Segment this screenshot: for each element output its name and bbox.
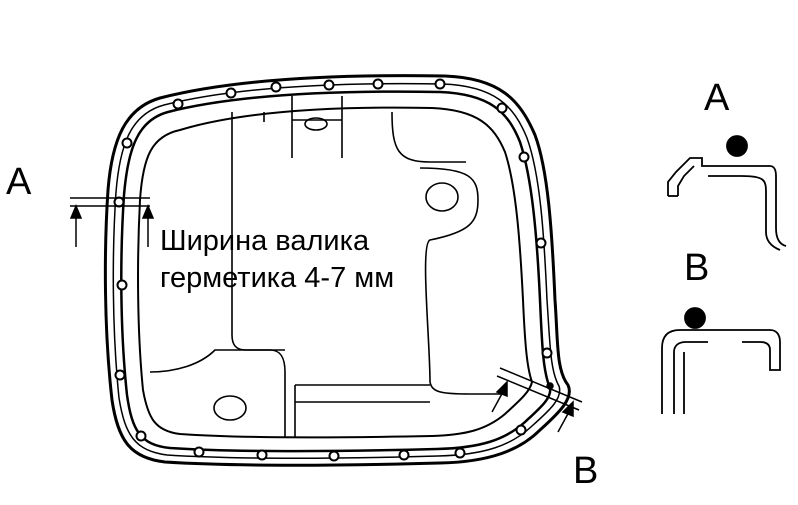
bolt-hole bbox=[135, 430, 147, 442]
bolt-hole bbox=[121, 137, 133, 149]
arrow-up-icon bbox=[141, 204, 155, 219]
sealant-bead bbox=[726, 135, 748, 157]
pump-boss-hole bbox=[425, 182, 459, 212]
section-a-label: A bbox=[704, 77, 730, 119]
arrow-up-icon bbox=[561, 400, 574, 418]
measure-line bbox=[499, 367, 583, 403]
bolt-hole bbox=[515, 424, 527, 436]
sealant-width-caption: герметика 4-7 мм bbox=[160, 262, 394, 294]
section-b-marker bbox=[491, 367, 583, 433]
bolt-holes bbox=[113, 78, 553, 462]
bolt-hole bbox=[454, 447, 466, 459]
bolt-hole bbox=[496, 102, 508, 114]
section-b-label: B bbox=[573, 450, 598, 492]
sealant-bead bbox=[684, 307, 706, 329]
bolt-hole bbox=[256, 449, 268, 461]
arrow-up-icon bbox=[69, 204, 83, 219]
bolt-hole bbox=[193, 446, 205, 458]
sealant-dot bbox=[546, 382, 554, 390]
pump-boss bbox=[419, 167, 505, 395]
bolt-hole bbox=[323, 79, 335, 91]
top-bracket bbox=[291, 96, 343, 158]
bolt-hole bbox=[172, 98, 184, 110]
measure-line bbox=[496, 375, 580, 411]
cross-section-a bbox=[667, 135, 787, 251]
drain-hole bbox=[213, 395, 247, 421]
flange-outer-edge bbox=[103, 74, 571, 467]
baffle-top bbox=[263, 111, 466, 163]
bolt-hole bbox=[434, 78, 446, 90]
lower-left-boss bbox=[149, 349, 286, 438]
section-a-label: A bbox=[6, 161, 32, 203]
section-b-profile bbox=[661, 329, 781, 414]
top-bracket-hole bbox=[304, 117, 328, 131]
pan-interior bbox=[149, 96, 505, 438]
bolt-hole bbox=[225, 87, 237, 99]
pan-inner-wall bbox=[137, 106, 533, 439]
section-a-profile bbox=[677, 165, 781, 251]
section-a-marker bbox=[69, 197, 155, 247]
section-a-profile bbox=[667, 157, 787, 247]
bolt-hole bbox=[518, 151, 530, 163]
bolt-hole bbox=[113, 196, 125, 208]
sealant-width-caption: Ширина валика bbox=[160, 225, 370, 257]
floor-rib bbox=[294, 384, 430, 438]
bolt-hole bbox=[535, 237, 547, 249]
bolt-hole bbox=[270, 81, 282, 93]
bolt-hole bbox=[541, 347, 553, 359]
section-b-profile bbox=[673, 341, 708, 414]
section-b-label: B bbox=[684, 247, 709, 289]
bolt-hole bbox=[328, 450, 340, 462]
bolt-hole bbox=[116, 279, 128, 291]
cross-section-b bbox=[661, 307, 781, 414]
bolt-hole bbox=[372, 78, 384, 90]
bolt-hole bbox=[114, 369, 126, 381]
arrow-up-icon bbox=[495, 380, 508, 398]
bolt-hole bbox=[398, 449, 410, 461]
